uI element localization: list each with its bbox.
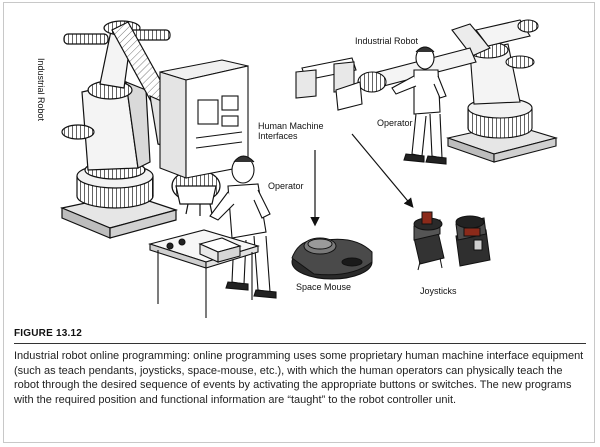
label-industrial-robot-left: Industrial Robot xyxy=(36,58,46,122)
caption-divider xyxy=(14,343,586,344)
arrow-to-joysticks xyxy=(351,133,414,208)
label-operator-right: Operator xyxy=(377,118,413,128)
space-mouse-device xyxy=(291,237,373,280)
label-operator-left: Operator xyxy=(268,181,304,191)
figure-caption: FIGURE 13.12 Industrial robot online pro… xyxy=(14,328,586,407)
robot-programming-illustration xyxy=(59,19,559,318)
right-operator xyxy=(391,46,447,165)
caption-text: Industrial robot online programming: onl… xyxy=(14,350,584,406)
left-operator xyxy=(209,155,277,299)
figure-title: FIGURE 13.12 xyxy=(14,328,82,339)
image-frame xyxy=(3,2,595,443)
control-cabinet xyxy=(159,59,249,179)
label-human-machine-interfaces: Human Machine Interfaces xyxy=(258,121,324,141)
right-industrial-robot xyxy=(295,19,559,163)
label-industrial-robot-right: Industrial Robot xyxy=(355,36,419,46)
joysticks-device xyxy=(413,211,491,271)
label-joysticks: Joysticks xyxy=(420,286,457,296)
workbench xyxy=(148,229,260,318)
label-space-mouse: Space Mouse xyxy=(296,282,352,292)
